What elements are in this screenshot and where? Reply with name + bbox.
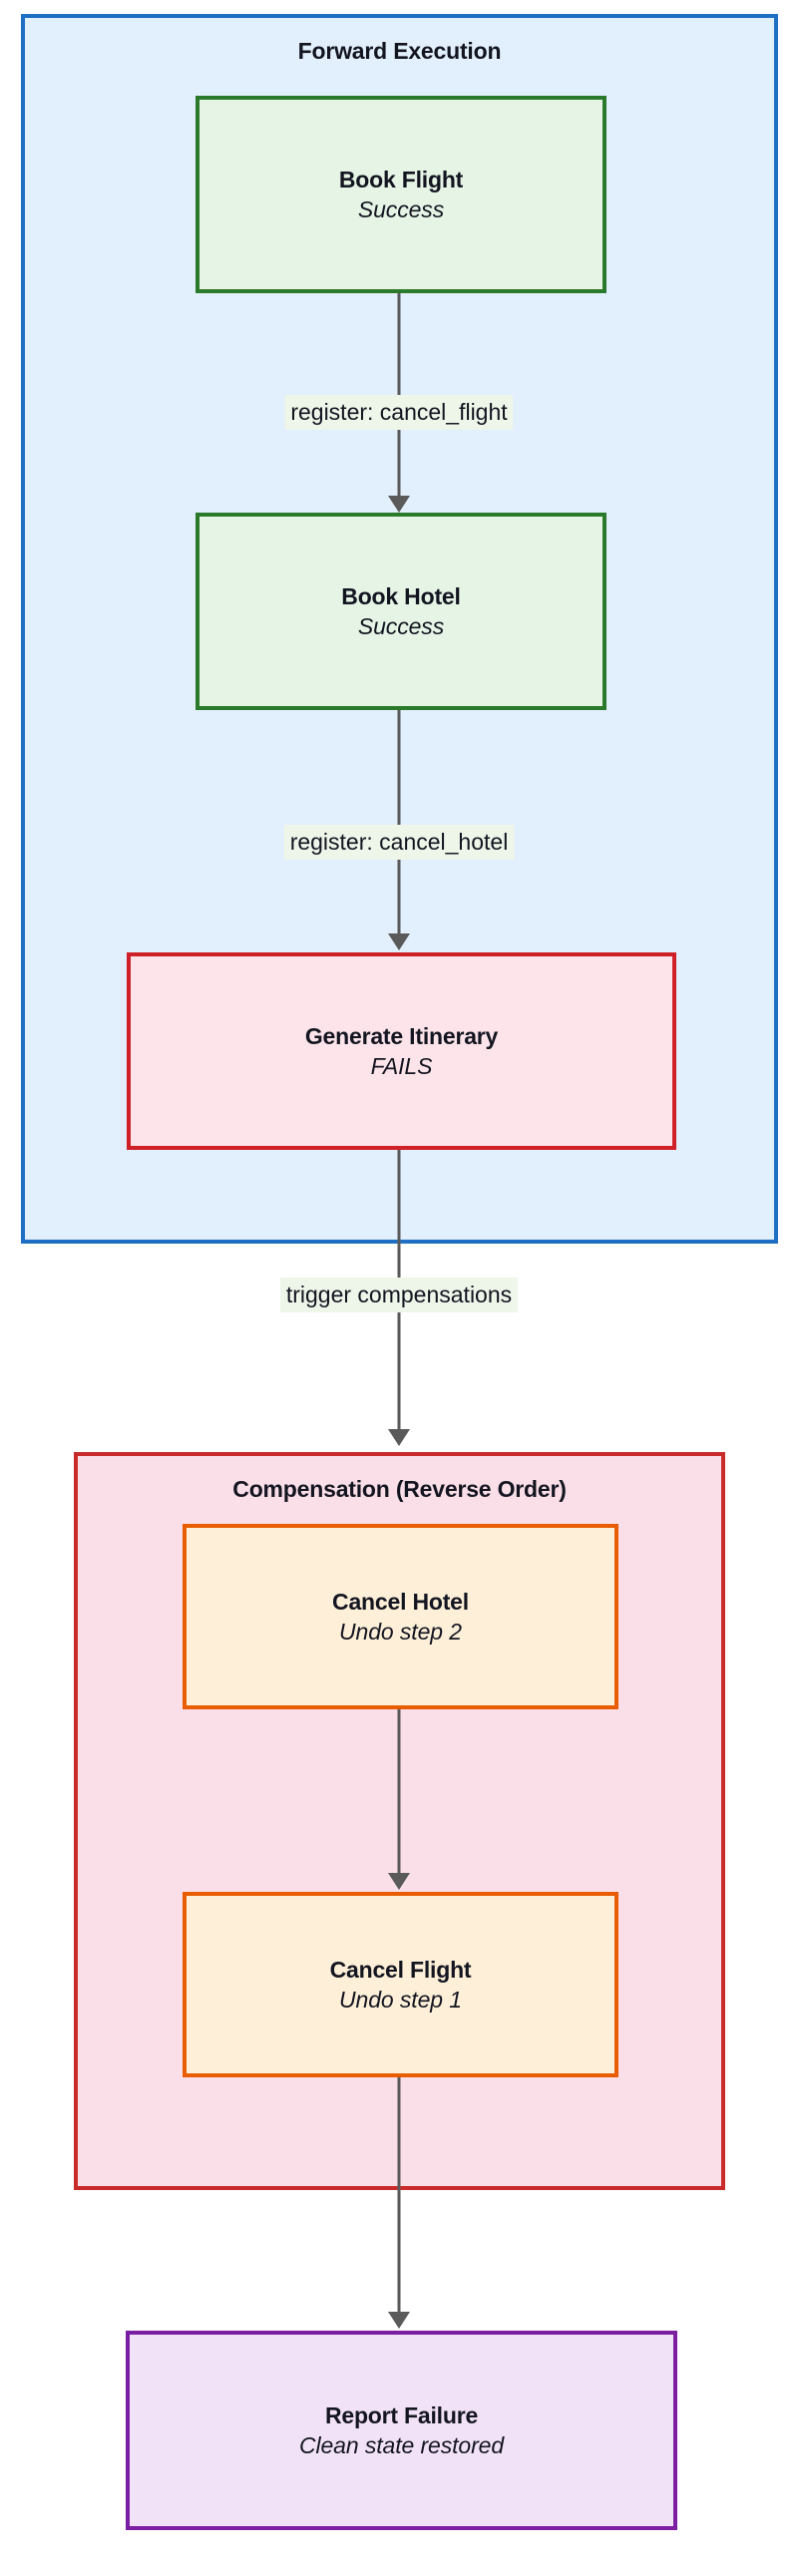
node-cancel-hotel-title: Cancel Hotel <box>332 1588 469 1615</box>
subgraph-compensation-title: Compensation (Reverse Order) <box>232 1476 567 1502</box>
arrow-head-icon <box>388 933 410 950</box>
arrow-head-icon <box>388 2312 410 2329</box>
node-cancel-flight-title: Cancel Flight <box>329 1956 472 1983</box>
subgraph-forward-execution-title: Forward Execution <box>297 38 502 64</box>
node-book-flight[interactable]: Book Flight Success <box>196 96 606 293</box>
arrow-head-icon <box>388 496 410 513</box>
node-book-hotel[interactable]: Book Hotel Success <box>196 513 606 710</box>
node-report-failure-subtitle: Clean state restored <box>298 2432 505 2458</box>
edge-label-register-cancel-hotel: register: cancel_hotel <box>283 825 515 860</box>
edge-label-register-cancel-flight: register: cancel_flight <box>284 395 514 430</box>
arrow-head-icon <box>388 1429 410 1446</box>
node-book-hotel-title: Book Hotel <box>341 582 461 609</box>
edge-book-hotel-to-generate-itinerary-line <box>397 710 401 936</box>
node-report-failure[interactable]: Report Failure Clean state restored <box>126 2331 677 2530</box>
node-book-flight-subtitle: Success <box>357 196 445 222</box>
node-book-flight-title: Book Flight <box>338 166 464 192</box>
node-report-failure-title: Report Failure <box>324 2401 479 2428</box>
edge-cancel-hotel-to-cancel-flight-line <box>397 1709 401 1876</box>
node-generate-itinerary-title: Generate Itinerary <box>304 1022 499 1049</box>
edge-compensation-to-report-failure-line <box>397 2077 401 2315</box>
node-cancel-flight-subtitle: Undo step 1 <box>339 1987 462 2013</box>
node-book-hotel-subtitle: Success <box>357 613 445 639</box>
arrow-head-icon <box>388 1873 410 1890</box>
node-generate-itinerary[interactable]: Generate Itinerary FAILS <box>127 952 676 1150</box>
node-cancel-flight[interactable]: Cancel Flight Undo step 1 <box>183 1892 618 2077</box>
node-cancel-hotel-subtitle: Undo step 2 <box>339 1619 462 1645</box>
node-generate-itinerary-subtitle: FAILS <box>370 1053 433 1079</box>
node-cancel-hotel[interactable]: Cancel Hotel Undo step 2 <box>183 1524 618 1709</box>
edge-label-trigger-compensations: trigger compensations <box>279 1278 519 1312</box>
